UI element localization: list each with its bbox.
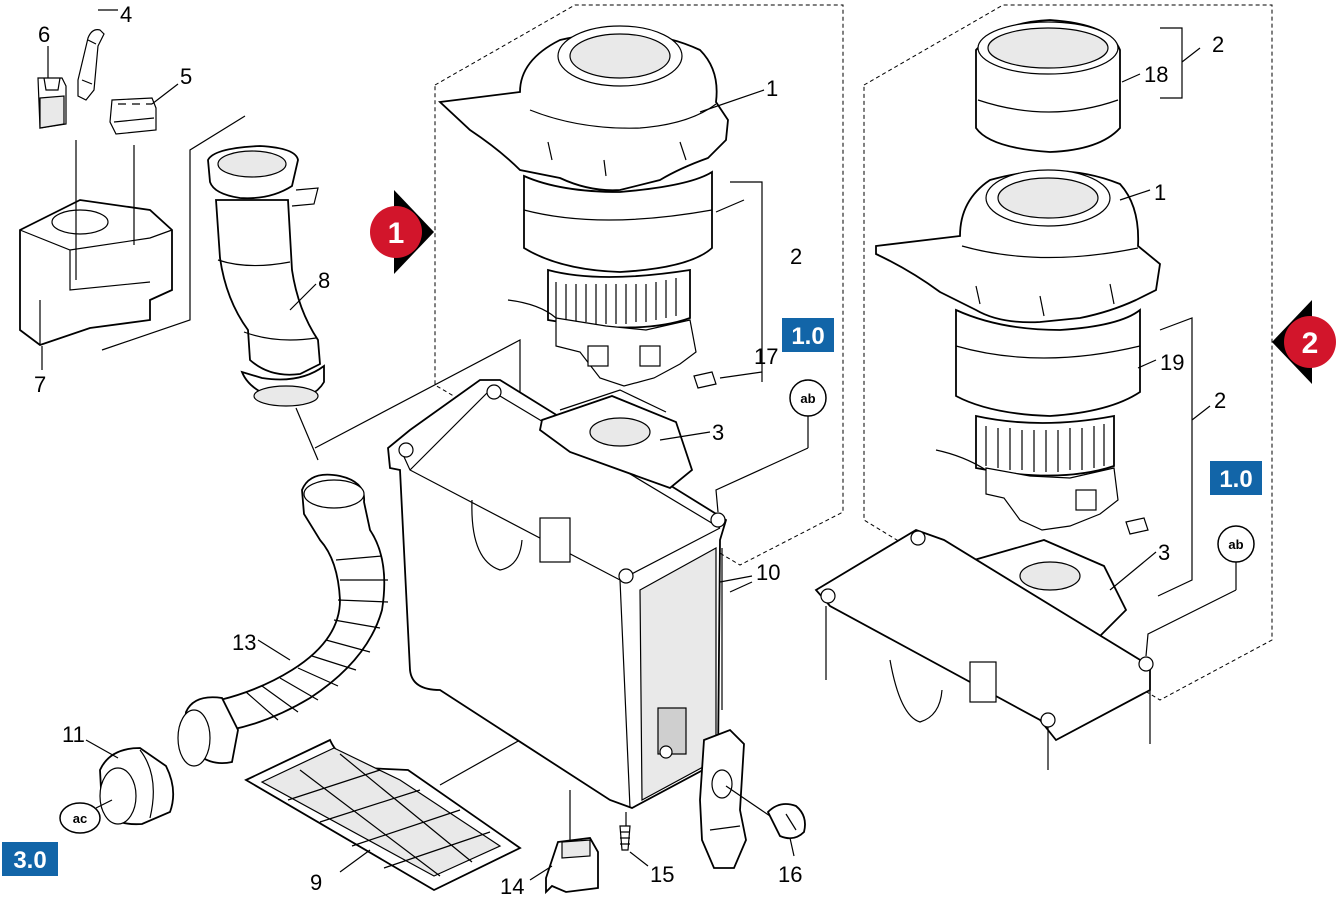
round-label-ac-text: ac <box>73 811 87 826</box>
part-6-connector <box>37 77 67 129</box>
part-7-cover <box>19 140 173 347</box>
part-14-foot <box>545 790 599 895</box>
variant-marker-1-text: 1 <box>388 217 405 250</box>
part-11-coupling <box>99 747 175 826</box>
label-part-6: 6 <box>38 22 50 47</box>
part-3-base-plate-left <box>539 389 694 490</box>
label-part-17: 17 <box>754 344 778 369</box>
latch-bracket <box>699 728 747 869</box>
label-part-19: 19 <box>1160 350 1184 375</box>
part-1-motor-cover-left <box>437 25 729 192</box>
part-4-clip <box>77 29 105 101</box>
label-part-2-left: 2 <box>790 244 802 269</box>
label-part-2-top-right: 2 <box>1212 32 1224 57</box>
label-part-14: 14 <box>500 874 524 899</box>
label-part-10: 10 <box>756 560 780 585</box>
label-part-5: 5 <box>180 64 192 89</box>
label-part-1-left: 1 <box>766 76 778 101</box>
part-16-knob <box>725 785 806 840</box>
badge-1-0-left-text: 1.0 <box>791 323 824 350</box>
round-label-ab-left: ab <box>789 379 827 417</box>
label-part-8: 8 <box>318 268 330 293</box>
part-17-fuse <box>693 371 717 389</box>
part-1-motor-cover-right <box>875 169 1161 324</box>
label-part-15: 15 <box>650 862 674 887</box>
part-15-screw <box>619 812 631 851</box>
badge-3-0: 3.0 <box>2 842 58 876</box>
label-part-3-left: 3 <box>712 420 724 445</box>
label-part-4: 4 <box>120 2 132 27</box>
label-part-18: 18 <box>1144 62 1168 87</box>
fuse-right <box>1125 517 1149 535</box>
variant-marker-1: 1 <box>370 190 434 274</box>
part-number-labels: 4 6 5 7 8 1 2 17 3 10 13 11 9 14 15 16 2… <box>34 2 1226 899</box>
bracket-7-8 <box>101 115 246 351</box>
part-10-base-housing <box>387 379 728 809</box>
badge-1-0-left: 1.0 <box>782 318 834 352</box>
variant-marker-2-text: 2 <box>1302 327 1319 360</box>
assembly-outline-variant-1 <box>434 4 844 566</box>
label-part-3-right: 3 <box>1158 540 1170 565</box>
label-part-1-right: 1 <box>1154 180 1166 205</box>
round-label-ab-right-text: ab <box>1228 537 1243 552</box>
part-19-motor-right <box>935 308 1141 531</box>
badge-1-0-right-text: 1.0 <box>1219 466 1252 493</box>
label-part-13: 13 <box>232 630 256 655</box>
part-18-ring <box>975 19 1121 153</box>
label-part-9: 9 <box>310 870 322 895</box>
label-part-7: 7 <box>34 372 46 397</box>
part-9-filter <box>244 738 522 892</box>
label-part-16: 16 <box>778 862 802 887</box>
assembly-outline-variant-2 <box>863 4 1273 701</box>
round-label-ac: ac <box>59 802 101 834</box>
round-label-ab-left-text: ab <box>800 391 815 406</box>
label-part-11: 11 <box>62 722 85 747</box>
label-part-2-right: 2 <box>1214 388 1226 413</box>
round-label-ab-right: ab <box>1217 525 1255 563</box>
leader-lines <box>41 9 1157 881</box>
variant-marker-2: 2 <box>1272 300 1336 384</box>
badge-3-0-text: 3.0 <box>13 847 46 874</box>
badge-1-0-right: 1.0 <box>1210 461 1262 495</box>
base-housing-right <box>814 529 1154 770</box>
part-13-corrugated-hose <box>177 473 389 767</box>
part-8-elbow-hose <box>207 145 325 407</box>
part-5-plug <box>109 97 157 135</box>
motor-unit-left <box>507 170 713 387</box>
